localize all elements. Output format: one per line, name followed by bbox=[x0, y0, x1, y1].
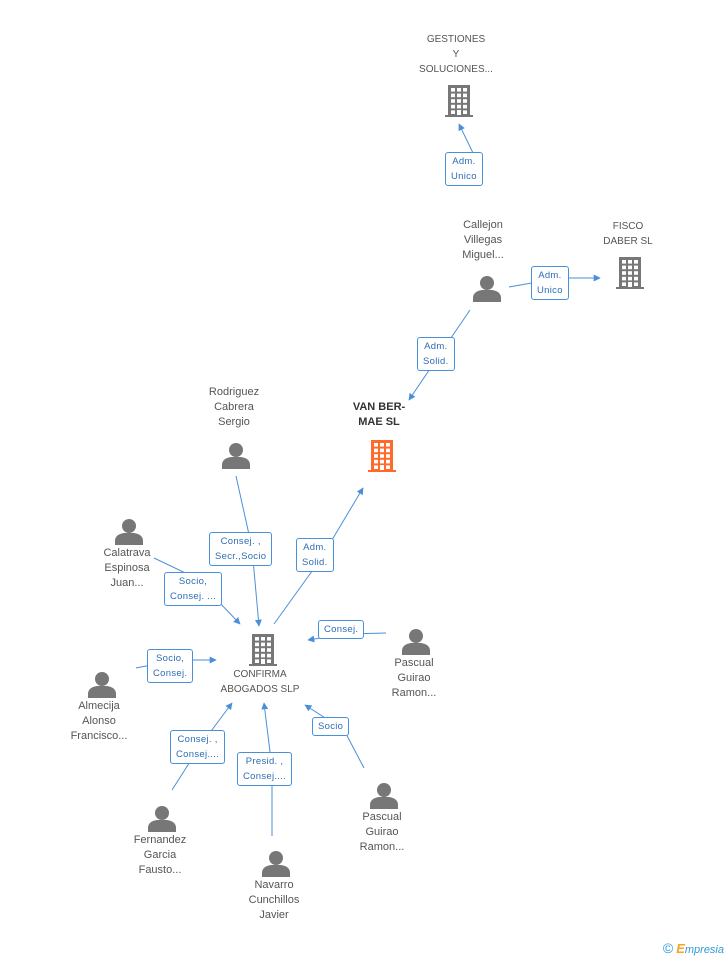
node-label-line: Sergio bbox=[218, 416, 250, 428]
edge-label-line: Presid. , bbox=[245, 756, 284, 767]
edge-label-line: Consej.... bbox=[243, 771, 287, 782]
edge-label-navarro-to-confirma[interactable]: Presid. , Consej.... bbox=[237, 752, 293, 786]
edge-label-line: Socio, bbox=[178, 576, 208, 587]
fisco-building-icon[interactable] bbox=[616, 257, 644, 289]
gestiones-label[interactable]: GESTIONES Y SOLUCIONES... bbox=[419, 32, 493, 77]
edge-label-line: Solid. bbox=[423, 356, 449, 367]
edge-label-line: Consej. bbox=[153, 668, 188, 679]
pascual1-person-icon[interactable] bbox=[402, 629, 430, 655]
rodriguez-person-icon[interactable] bbox=[222, 443, 250, 469]
edge-label-line: Consej. , bbox=[177, 734, 218, 745]
node-label-line: Javier bbox=[259, 909, 289, 921]
edge-label-line: Socio bbox=[318, 721, 344, 732]
edge-label-line: Adm. bbox=[303, 542, 327, 553]
edge-label-line: Secr.,Socio bbox=[215, 551, 267, 562]
brand-name: mpresia bbox=[684, 944, 724, 956]
node-label-line: Rodriguez bbox=[208, 386, 260, 398]
edge-label-almecija-to-confirma[interactable]: Socio, Consej. bbox=[147, 649, 194, 683]
node-label-line: Guirao bbox=[397, 672, 431, 684]
node-label-line: Miguel... bbox=[462, 249, 504, 261]
vanbermae-label[interactable]: VAN BER- MAE SL bbox=[353, 400, 405, 430]
node-label-line: Navarro bbox=[254, 879, 294, 891]
node-label-line: SOLUCIONES... bbox=[419, 64, 493, 75]
node-label-line: Villegas bbox=[463, 234, 503, 246]
calatrava-person-icon[interactable] bbox=[115, 519, 143, 545]
empresia-watermark: © Empresia bbox=[663, 940, 724, 956]
gestiones-building-icon[interactable] bbox=[445, 85, 473, 117]
copyright-icon: © bbox=[662, 940, 674, 956]
edge-label-fernandez-to-confirma[interactable]: Consej. , Consej.... bbox=[170, 730, 226, 764]
confirma-building-icon[interactable] bbox=[249, 634, 277, 666]
edge-label-line: Adm. bbox=[452, 156, 476, 167]
fernandez-person-icon[interactable] bbox=[148, 806, 176, 832]
node-label-line: Guirao bbox=[365, 826, 399, 838]
callejon-person-icon[interactable] bbox=[473, 276, 501, 302]
node-label-line: Pascual bbox=[394, 657, 434, 669]
edge-label-callejon-to-fisco[interactable]: Adm. Unico bbox=[531, 266, 569, 300]
edge-label-line: Consej. , bbox=[220, 536, 261, 547]
edge-label-calatrava-to-confirma[interactable]: Socio, Consej. ... bbox=[164, 572, 223, 606]
node-label-line: Ramon... bbox=[391, 687, 437, 699]
edge-label-line: Solid. bbox=[302, 557, 328, 568]
node-label-line: Fernandez bbox=[133, 834, 187, 846]
node-label-line: Francisco... bbox=[70, 730, 128, 742]
node-label-line: VAN BER- bbox=[352, 401, 406, 413]
node-label-line: Cabrera bbox=[214, 401, 254, 413]
node-label-line: Ramon... bbox=[359, 841, 405, 853]
edge-label-line: Consej.... bbox=[176, 749, 220, 760]
node-label-line: Garcia bbox=[143, 849, 177, 861]
edge-label-line: Unico bbox=[537, 285, 563, 296]
confirma-label[interactable]: CONFIRMA ABOGADOS SLP bbox=[221, 667, 300, 697]
node-label-line: Almecija bbox=[78, 700, 120, 712]
node-label-line: Calatrava bbox=[103, 547, 151, 559]
node-layer bbox=[88, 85, 644, 877]
edge-label-pascual1-to-confirma[interactable]: Consej. bbox=[318, 620, 365, 639]
pascual2-person-icon[interactable] bbox=[370, 783, 398, 809]
node-label-line: Alonso bbox=[82, 715, 116, 727]
node-label-line: Callejon bbox=[463, 219, 503, 231]
node-label-line: FISCO bbox=[612, 221, 644, 232]
fisco-label[interactable]: FISCO DABER SL bbox=[603, 219, 652, 249]
edge-label-callejon-to-vanbermae[interactable]: Adm. Solid. bbox=[417, 337, 455, 371]
brand-initial: E bbox=[676, 941, 685, 956]
edge-label-confirma-to-vanbermae[interactable]: Adm. Solid. bbox=[296, 538, 334, 572]
edge-label-line: Consej. ... bbox=[170, 591, 217, 602]
node-label-line: Juan... bbox=[110, 577, 144, 589]
node-label-line: DABER SL bbox=[603, 236, 653, 247]
node-label-line: Fausto... bbox=[138, 864, 182, 876]
node-label-line: Cunchillos bbox=[248, 894, 300, 906]
node-label-line: Pascual bbox=[362, 811, 402, 823]
node-label-line: Y bbox=[452, 49, 460, 60]
almecija-person-icon[interactable] bbox=[88, 672, 116, 698]
edge-label-pascual2-to-confirma[interactable]: Socio bbox=[312, 717, 350, 736]
edge-label-rodriguez-to-confirma[interactable]: Consej. , Secr.,Socio bbox=[209, 532, 273, 566]
edge-label-line: Adm. bbox=[538, 270, 562, 281]
node-label-line: GESTIONES bbox=[426, 34, 486, 45]
edge-pascual2-to-confirma bbox=[304, 704, 365, 769]
node-label-line: ABOGADOS SLP bbox=[220, 684, 300, 695]
edge-label-line: Consej. bbox=[324, 624, 359, 635]
navarro-person-icon[interactable] bbox=[262, 851, 290, 877]
vanbermae-building-icon[interactable] bbox=[368, 440, 396, 472]
node-label-line: Espinosa bbox=[104, 562, 150, 574]
edge-label-callejon-to-gestiones[interactable]: Adm. Unico bbox=[445, 152, 483, 186]
node-label-line: MAE SL bbox=[358, 416, 400, 428]
edge-label-line: Adm. bbox=[424, 341, 448, 352]
edge-label-line: Unico bbox=[451, 171, 477, 182]
edge-label-line: Socio, bbox=[156, 653, 185, 664]
node-label-line: CONFIRMA bbox=[233, 669, 287, 680]
